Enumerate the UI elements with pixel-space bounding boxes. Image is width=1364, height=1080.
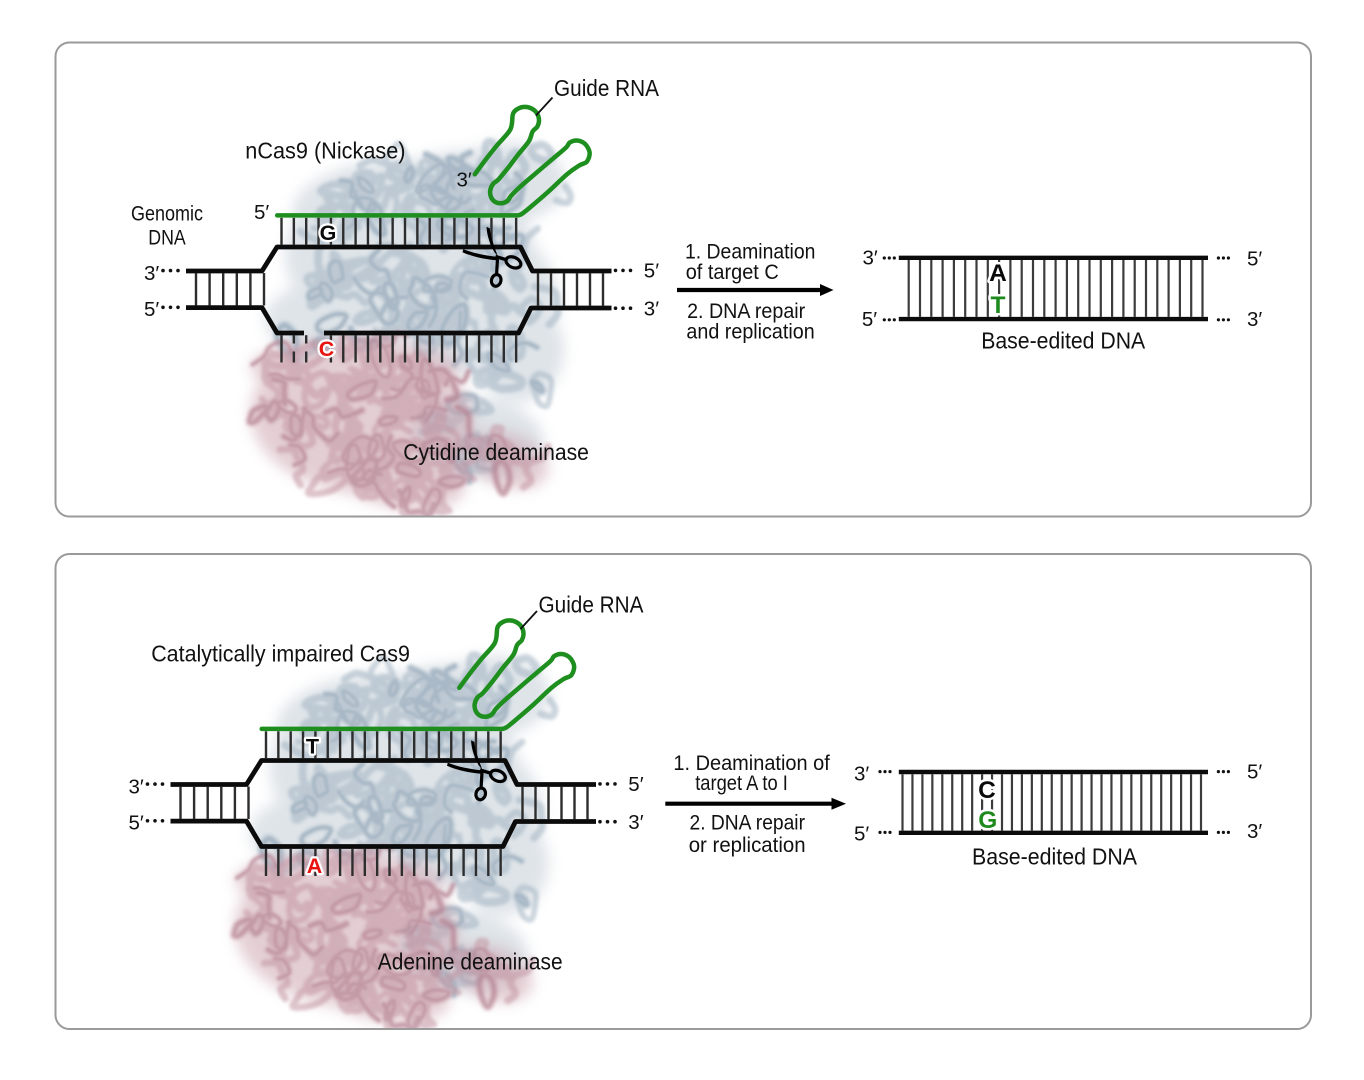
svg-text:T: T [991,292,1006,319]
svg-text:5′: 5′ [254,201,269,224]
svg-text:Catalytically impaired Cas9: Catalytically impaired Cas9 [151,641,410,667]
svg-text:3′: 3′ [628,811,643,834]
svg-text:and replication: and replication [686,320,814,343]
svg-text:3′: 3′ [1247,308,1262,331]
svg-text:2. DNA repair: 2. DNA repair [690,812,806,835]
svg-text:nCas9 (Nickase): nCas9 (Nickase) [245,138,405,164]
svg-text:G: G [320,221,337,245]
svg-text:3′: 3′ [1247,820,1262,843]
svg-text:C: C [319,337,335,361]
svg-text:Guide RNA: Guide RNA [539,592,644,618]
svg-text:5′: 5′ [144,298,159,321]
svg-text:3′: 3′ [854,763,869,786]
svg-text:Cytidine deaminase: Cytidine deaminase [403,439,589,465]
svg-text:1. Deamination of: 1. Deamination of [673,752,830,775]
svg-text:target A to I: target A to I [695,772,788,795]
svg-text:Genomic: Genomic [131,201,203,225]
svg-text:2. DNA repair: 2. DNA repair [687,300,805,323]
svg-text:5′: 5′ [628,773,643,796]
svg-text:3′: 3′ [144,262,159,285]
svg-text:3′: 3′ [457,169,472,192]
svg-text:or replication: or replication [689,834,806,857]
svg-text:5′: 5′ [1247,248,1262,271]
svg-text:5′: 5′ [129,812,144,835]
svg-text:A: A [307,854,323,878]
svg-text:of target C: of target C [686,261,779,284]
svg-text:Base-edited DNA: Base-edited DNA [972,843,1137,869]
svg-text:C: C [978,777,996,804]
svg-text:5′: 5′ [644,260,659,283]
svg-text:Guide RNA: Guide RNA [554,75,659,101]
svg-text:5′: 5′ [854,823,869,846]
svg-text:G: G [978,807,997,834]
svg-text:3′: 3′ [644,298,659,321]
svg-text:5′: 5′ [862,308,877,331]
svg-text:T: T [306,735,319,759]
svg-text:3′: 3′ [129,776,144,799]
svg-text:DNA: DNA [148,225,186,249]
svg-text:Base-edited DNA: Base-edited DNA [981,327,1145,353]
svg-text:3′: 3′ [863,246,878,269]
svg-text:1. Deamination: 1. Deamination [685,241,815,264]
svg-text:Adenine deaminase: Adenine deaminase [378,949,563,975]
svg-text:A: A [989,260,1007,287]
svg-text:5′: 5′ [1247,760,1262,783]
